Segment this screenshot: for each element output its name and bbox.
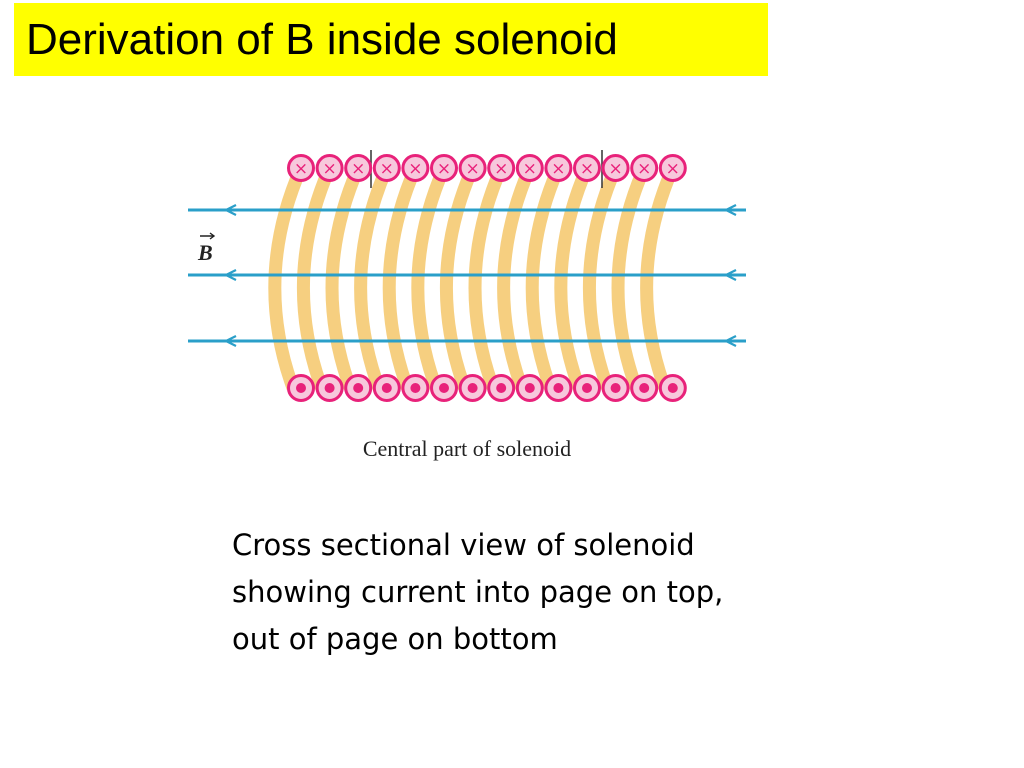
wire-into-page-icon: × <box>573 154 601 182</box>
svg-text:×: × <box>608 159 622 179</box>
svg-text:×: × <box>380 159 394 179</box>
wire-out-of-page-icon <box>515 374 544 402</box>
svg-text:×: × <box>637 159 651 179</box>
svg-text:×: × <box>351 159 365 179</box>
wire-into-page-icon: × <box>401 154 430 182</box>
svg-text:×: × <box>494 159 508 179</box>
coil-band <box>296 165 336 391</box>
wire-into-page-icon: × <box>458 154 487 182</box>
vector-arrow-icon <box>200 232 216 240</box>
field-lines <box>188 204 746 347</box>
field-arrow-icon <box>225 269 237 281</box>
wire-into-page-icon: × <box>601 154 630 182</box>
coil-band <box>497 165 536 391</box>
wire-out-of-page-icon <box>544 374 573 402</box>
wire-into-page-icon: × <box>372 154 401 182</box>
wire-out-of-page-icon <box>458 374 487 402</box>
solenoid-diagram: × × × × × × × × × × × × × × B Central part of solenoi… <box>186 138 748 468</box>
wire-out-of-page-icon <box>658 374 687 402</box>
wire-out-of-page-icon <box>630 374 659 402</box>
svg-text:×: × <box>523 159 537 179</box>
wire-into-page-icon: × <box>430 154 458 182</box>
bottom-wire-row <box>287 374 687 402</box>
svg-text:×: × <box>465 159 479 179</box>
wire-into-page-icon: × <box>315 154 344 182</box>
coil-band <box>468 165 508 391</box>
coil-band <box>525 165 565 391</box>
wire-out-of-page-icon <box>344 374 373 402</box>
coil-band <box>411 165 450 391</box>
wire-into-page-icon: × <box>630 154 659 182</box>
coil-band <box>268 165 307 391</box>
coil-band <box>325 165 365 391</box>
figure-caption: Central part of solenoid <box>363 436 571 461</box>
title-banner: Derivation of B inside solenoid <box>14 3 768 76</box>
coil-band <box>640 165 679 391</box>
wire-out-of-page-icon <box>315 374 344 402</box>
field-arrow-icon <box>725 335 737 347</box>
wire-out-of-page-icon <box>401 374 430 402</box>
slide-caption: Cross sectional view of solenoid showing… <box>232 528 724 656</box>
coil-band <box>554 165 593 391</box>
coil-band <box>354 165 393 391</box>
coil-band <box>382 165 422 391</box>
coil-bands <box>268 165 679 391</box>
svg-text:×: × <box>437 159 451 179</box>
wire-into-page-icon: × <box>658 154 687 182</box>
svg-text:×: × <box>408 159 422 179</box>
field-arrow-icon <box>225 204 237 216</box>
svg-text:×: × <box>551 159 565 179</box>
wire-into-page-icon: × <box>487 154 516 182</box>
field-label-B: B <box>197 240 213 265</box>
wire-out-of-page-icon <box>601 374 630 402</box>
top-wire-row: × × × × × × × × × × × × × × <box>287 154 687 182</box>
svg-text:×: × <box>294 159 308 179</box>
wire-into-page-icon: × <box>515 154 544 182</box>
solenoid-svg: × × × × × × × × × × × × × × B Central part of solenoi… <box>188 150 746 461</box>
svg-text:×: × <box>666 159 680 179</box>
wire-out-of-page-icon <box>430 374 458 402</box>
wire-into-page-icon: × <box>544 154 573 182</box>
coil-band <box>611 165 651 391</box>
coil-band <box>439 165 479 391</box>
wire-into-page-icon: × <box>344 154 373 182</box>
wire-out-of-page-icon <box>573 374 601 402</box>
field-arrow-icon <box>725 204 737 216</box>
coil-band <box>582 165 622 391</box>
slide-title: Derivation of B inside solenoid <box>26 15 618 64</box>
svg-text:×: × <box>322 159 336 179</box>
wire-out-of-page-icon <box>287 374 315 402</box>
wire-out-of-page-icon <box>487 374 516 402</box>
wire-into-page-icon: × <box>287 154 315 182</box>
field-arrow-icon <box>725 269 737 281</box>
wire-out-of-page-icon <box>372 374 401 402</box>
svg-text:×: × <box>580 159 594 179</box>
field-arrow-icon <box>225 335 237 347</box>
